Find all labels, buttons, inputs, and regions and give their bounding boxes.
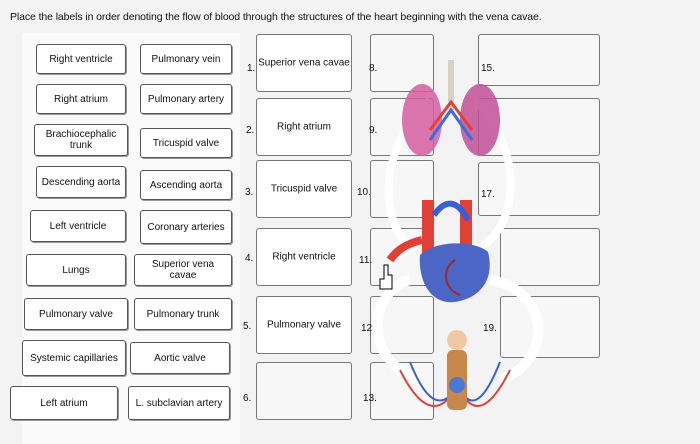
answer-slot-2[interactable]: 2. Right atrium [246,98,352,156]
lungs-icon [402,60,500,156]
slot-number: 8. [369,63,378,74]
answer-slot-6[interactable]: 6. [243,362,352,420]
label-pulmonary-vein[interactable]: Pulmonary vein [140,44,232,74]
answer-slot-3[interactable]: 3. Tricuspid valve [245,160,352,218]
slot-text: Superior vena cavae [258,57,350,69]
slot-number: 1. [247,63,256,74]
label-pulmonary-artery[interactable]: Pulmonary artery [140,84,232,114]
answer-slot-4[interactable]: 4. Right ventricle [245,228,352,286]
label-tricuspid-valve[interactable]: Tricuspid valve [140,128,232,158]
answer-slot-15[interactable]: 15. [478,34,600,86]
slot-number: 3. [245,187,254,198]
slot-number: 6. [243,393,252,404]
circulation-diagram [372,60,544,410]
answer-slot-17[interactable]: 17. [478,162,600,216]
label-right-atrium[interactable]: Right atrium [36,84,126,114]
answer-slot-19[interactable]: 19. [483,296,600,358]
slot-number: 15. [481,63,495,74]
slot-number: 4. [245,253,254,264]
slot-text: Pulmonary valve [267,319,341,331]
label-pulmonary-trunk[interactable]: Pulmonary trunk [134,298,232,330]
label-ascending-aorta[interactable]: Ascending aorta [140,170,232,200]
answer-slot-8[interactable]: 8. [369,34,434,92]
instruction-text: Place the labels in order denoting the f… [10,11,542,23]
systemic-capillaries-icon [399,330,511,410]
slot-number: 9. [369,125,378,136]
slot-number: 17. [481,189,495,200]
label-coronary-arteries[interactable]: Coronary arteries [140,210,232,244]
slot-text: Tricuspid valve [270,183,338,195]
slot-number: 10. [357,187,371,198]
label-superior-vena-cavae[interactable]: Superior vena cavae [134,254,232,286]
label-aortic-valve[interactable]: Aortic valve [130,342,230,374]
slot-number: 13. [363,393,377,404]
hand-cursor-icon [379,264,393,290]
slot-number: 2. [246,125,255,136]
label-l-subclavian-artery[interactable]: L. subclavian artery [128,386,230,420]
label-left-atrium[interactable]: Left atrium [10,386,118,420]
slot-number: 11. [359,255,373,266]
label-lungs[interactable]: Lungs [26,254,126,286]
label-brachiocephalic-trunk[interactable]: Brachiocephalic trunk [34,124,128,156]
answer-slot-5[interactable]: 5. Pulmonary valve [243,296,352,354]
label-right-ventricle[interactable]: Right ventricle [36,44,126,74]
answer-slot-18[interactable] [500,228,600,286]
answer-slot-1[interactable]: 1. Superior vena cavae [247,34,352,92]
slot-number: 19. [483,323,497,334]
label-systemic-capillaries[interactable]: Systemic capillaries [22,340,126,376]
slot-number: 5. [243,321,252,332]
slot-text: Right atrium [277,121,331,133]
heart-icon [386,200,490,303]
label-left-ventricle[interactable]: Left ventricle [30,210,126,242]
label-pulmonary-valve[interactable]: Pulmonary valve [24,298,128,330]
slot-number: 12. [361,323,375,334]
slot-text: Right ventricle [272,251,336,263]
label-descending-aorta[interactable]: Descending aorta [36,166,126,198]
